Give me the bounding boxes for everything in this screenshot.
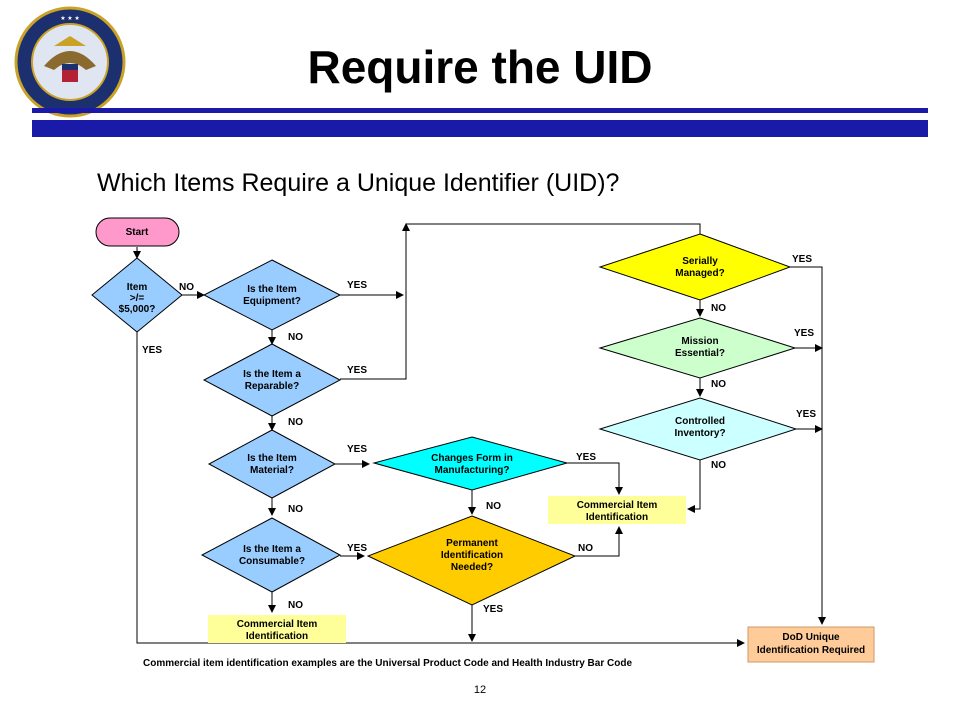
label-yes-serially: YES <box>792 254 812 265</box>
header-rule-thin <box>32 108 928 113</box>
controlled-label-2: Inventory? <box>674 428 725 439</box>
page-subtitle: Which Items Require a Unique Identifier … <box>97 169 620 197</box>
label-no-mission: NO <box>711 379 726 390</box>
footnote: Commercial item identification examples … <box>143 658 633 669</box>
label-yes-cost: YES <box>142 345 162 356</box>
cost-label-3: $5,000? <box>119 304 156 315</box>
label-yes-reparable: YES <box>347 365 367 376</box>
equipment-decision <box>202 259 342 331</box>
label-no-material: NO <box>288 504 303 515</box>
label-no-cost: NO <box>179 282 194 293</box>
commercial-mid-label-2: Identification <box>586 512 648 523</box>
commercial-item-box-mid <box>548 496 686 524</box>
label-no-controlled: NO <box>711 460 726 471</box>
label-no-permanent: NO <box>578 543 593 554</box>
label-yes-controlled: YES <box>796 409 816 420</box>
cost-decision <box>91 257 183 333</box>
dod-uid-required-box <box>747 626 875 663</box>
mission-label-2: Essential? <box>675 348 725 359</box>
changes-form-label-1: Changes Form in <box>431 453 513 464</box>
serially-managed-decision <box>598 233 792 301</box>
dod-uid-label-1: DoD Unique <box>782 632 840 643</box>
permanent-id-decision <box>366 515 577 606</box>
dod-seal-logo: ★ ★ ★ <box>14 6 126 118</box>
material-label-2: Material? <box>250 465 294 476</box>
label-no-equipment: NO <box>288 332 303 343</box>
page-title: Require the UID <box>307 41 653 93</box>
equipment-label-1: Is the Item <box>247 284 297 295</box>
header-rule-thick <box>32 120 928 137</box>
commercial-bottom-label-1: Commercial Item <box>237 619 318 630</box>
permanent-label-1: Permanent <box>446 538 498 549</box>
label-yes-permanent: YES <box>483 604 503 615</box>
serially-label-1: Serially <box>682 256 718 267</box>
dod-uid-label-2: Identification Required <box>757 645 865 656</box>
label-no-reparable: NO <box>288 417 303 428</box>
label-yes-consumable: YES <box>347 543 367 554</box>
consumable-decision <box>200 517 342 593</box>
svg-text:★ ★ ★: ★ ★ ★ <box>60 15 79 22</box>
cost-label-2: >/= <box>130 293 145 304</box>
label-yes-material: YES <box>347 444 367 455</box>
label-yes-mission: YES <box>794 328 814 339</box>
equipment-label-2: Equipment? <box>243 296 301 307</box>
label-no-serially: NO <box>711 303 726 314</box>
material-label-1: Is the Item <box>247 453 297 464</box>
commercial-mid-label-1: Commercial Item <box>577 500 658 511</box>
controlled-inventory-decision <box>598 397 798 461</box>
reparable-label-1: Is the Item a <box>243 369 301 380</box>
consumable-label-1: Is the Item a <box>243 544 301 555</box>
cost-label-1: Item <box>127 282 148 293</box>
reparable-label-2: Reparable? <box>245 381 299 392</box>
serially-label-2: Managed? <box>675 268 724 279</box>
commercial-item-box-bottom <box>208 615 346 643</box>
material-decision <box>207 429 337 499</box>
consumable-label-2: Consumable? <box>239 556 305 567</box>
page-number: 12 <box>473 684 487 696</box>
changes-form-label-2: Manufacturing? <box>435 465 510 476</box>
commercial-bottom-label-2: Identification <box>246 631 308 642</box>
mission-essential-decision <box>598 317 797 379</box>
controlled-label-1: Controlled <box>675 416 725 427</box>
mission-label-1: Mission <box>681 336 718 347</box>
label-no-consumable: NO <box>288 600 303 611</box>
label-yes-changes-form: YES <box>576 452 596 463</box>
label-no-changes-form: NO <box>486 501 501 512</box>
branch-labels: NO YES YES NO YES NO YES NO YES NO YES N… <box>142 254 816 615</box>
reparable-decision <box>202 343 342 417</box>
changes-form-decision <box>372 436 569 491</box>
flow-connectors <box>133 223 826 647</box>
start-label: Start <box>126 227 149 238</box>
permanent-label-2: Identification <box>441 550 503 561</box>
permanent-label-3: Needed? <box>451 562 493 573</box>
label-yes-equipment: YES <box>347 280 367 291</box>
start-terminator <box>95 217 180 247</box>
